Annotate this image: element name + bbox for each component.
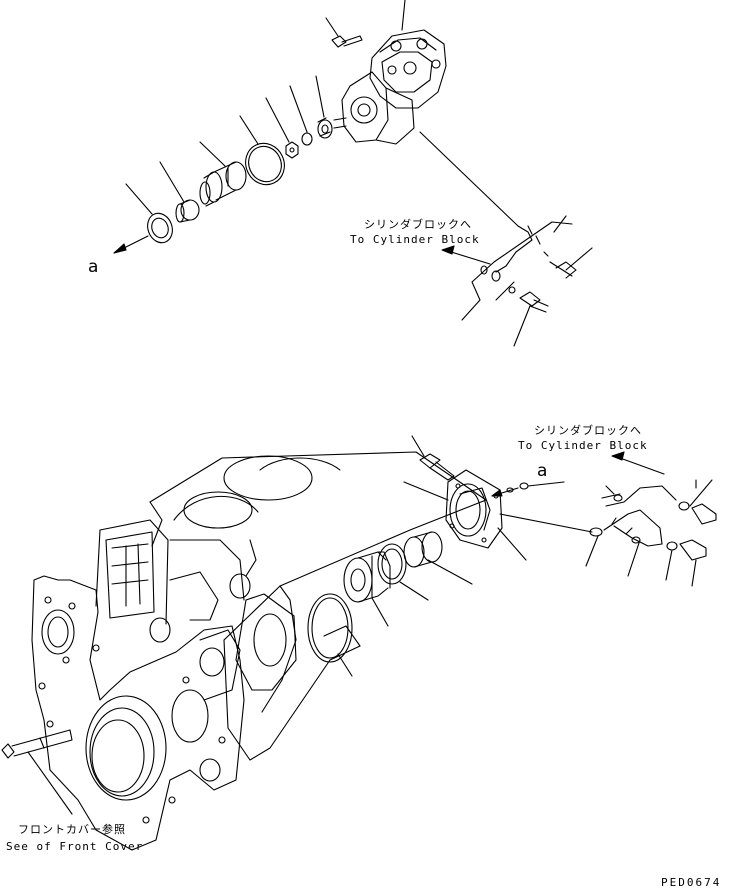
leader-tube-upper: [553, 215, 567, 233]
leader-gear-ring: [337, 653, 353, 677]
leader-sleeve: [427, 559, 473, 585]
marker-a-top: a: [88, 257, 99, 277]
nut: [285, 141, 299, 159]
leader-flange-face: [403, 481, 449, 501]
spacer-ring: [377, 543, 407, 585]
compressor-bolt-top: [331, 35, 363, 48]
leader-o-ring: [239, 115, 259, 145]
leader-drive-gear: [315, 75, 325, 118]
air-compressor: [333, 29, 447, 145]
gear-housing-ring: [307, 593, 353, 663]
leader-gasket: [125, 183, 153, 215]
marker-a-mid: a: [537, 461, 548, 481]
lock-washer: [301, 132, 313, 146]
leader-washer-upper: [461, 299, 481, 321]
sleeve: [403, 531, 443, 568]
front-cover-ref-label-ja: フロントカバー参照: [18, 823, 126, 836]
leader-lock-washer: [289, 85, 308, 133]
document-id: PED0674: [661, 876, 722, 889]
leader-bushing: [159, 161, 185, 203]
idler-gear: [343, 551, 391, 603]
leader-flange: [497, 527, 527, 561]
arrow-a-mid: [491, 487, 519, 497]
lube-tube-lower: [499, 485, 717, 561]
coupling: [199, 161, 247, 207]
bushing: [175, 199, 200, 223]
front-cover-ref-label-en: See of Front Cover: [6, 840, 144, 853]
compressor-flange: [445, 469, 503, 549]
leader-compressor-top: [401, 0, 406, 31]
arrow-to-cylinder-mid: [611, 451, 665, 475]
leader-bolt-lower-right: [689, 479, 713, 507]
leader-flange-o-ring: [527, 481, 565, 487]
flange-bolt: [419, 453, 455, 481]
to-cylinder-block-label-en-mid: To Cylinder Block: [518, 439, 648, 452]
leader-front-cover: [27, 751, 73, 815]
leader-bolt-lower: [691, 559, 697, 587]
leader-spacer-ring: [399, 581, 429, 601]
to-cylinder-block-label-ja-top: シリンダブロックへ: [364, 218, 472, 231]
leader-flange-bolt: [411, 435, 425, 457]
gasket: [147, 212, 173, 244]
leader-tube-upper-joint: [605, 485, 615, 495]
front-cover-bolt: [1, 729, 73, 759]
leader-bolt-upper: [513, 305, 531, 347]
leader-washer-lower: [665, 549, 673, 581]
leader-coupling: [199, 141, 226, 167]
leader-nut: [265, 97, 290, 143]
to-cylinder-block-label-ja-mid: シリンダブロックへ: [534, 424, 642, 437]
front-cover: [31, 519, 245, 851]
leader-idler-gear: [371, 597, 389, 627]
leader-compressor-bolt: [325, 17, 339, 37]
to-cylinder-block-label-en-top: To Cylinder Block: [350, 233, 480, 246]
arrow-a-top: [113, 235, 149, 254]
o-ring: [245, 142, 285, 186]
leader-bolt-upper-right: [565, 247, 593, 271]
leader-tube-joint: [627, 539, 641, 577]
arrow-to-cylinder-top: [441, 245, 491, 265]
drive-gear: [317, 117, 333, 139]
leader-tube-washer: [585, 535, 599, 567]
